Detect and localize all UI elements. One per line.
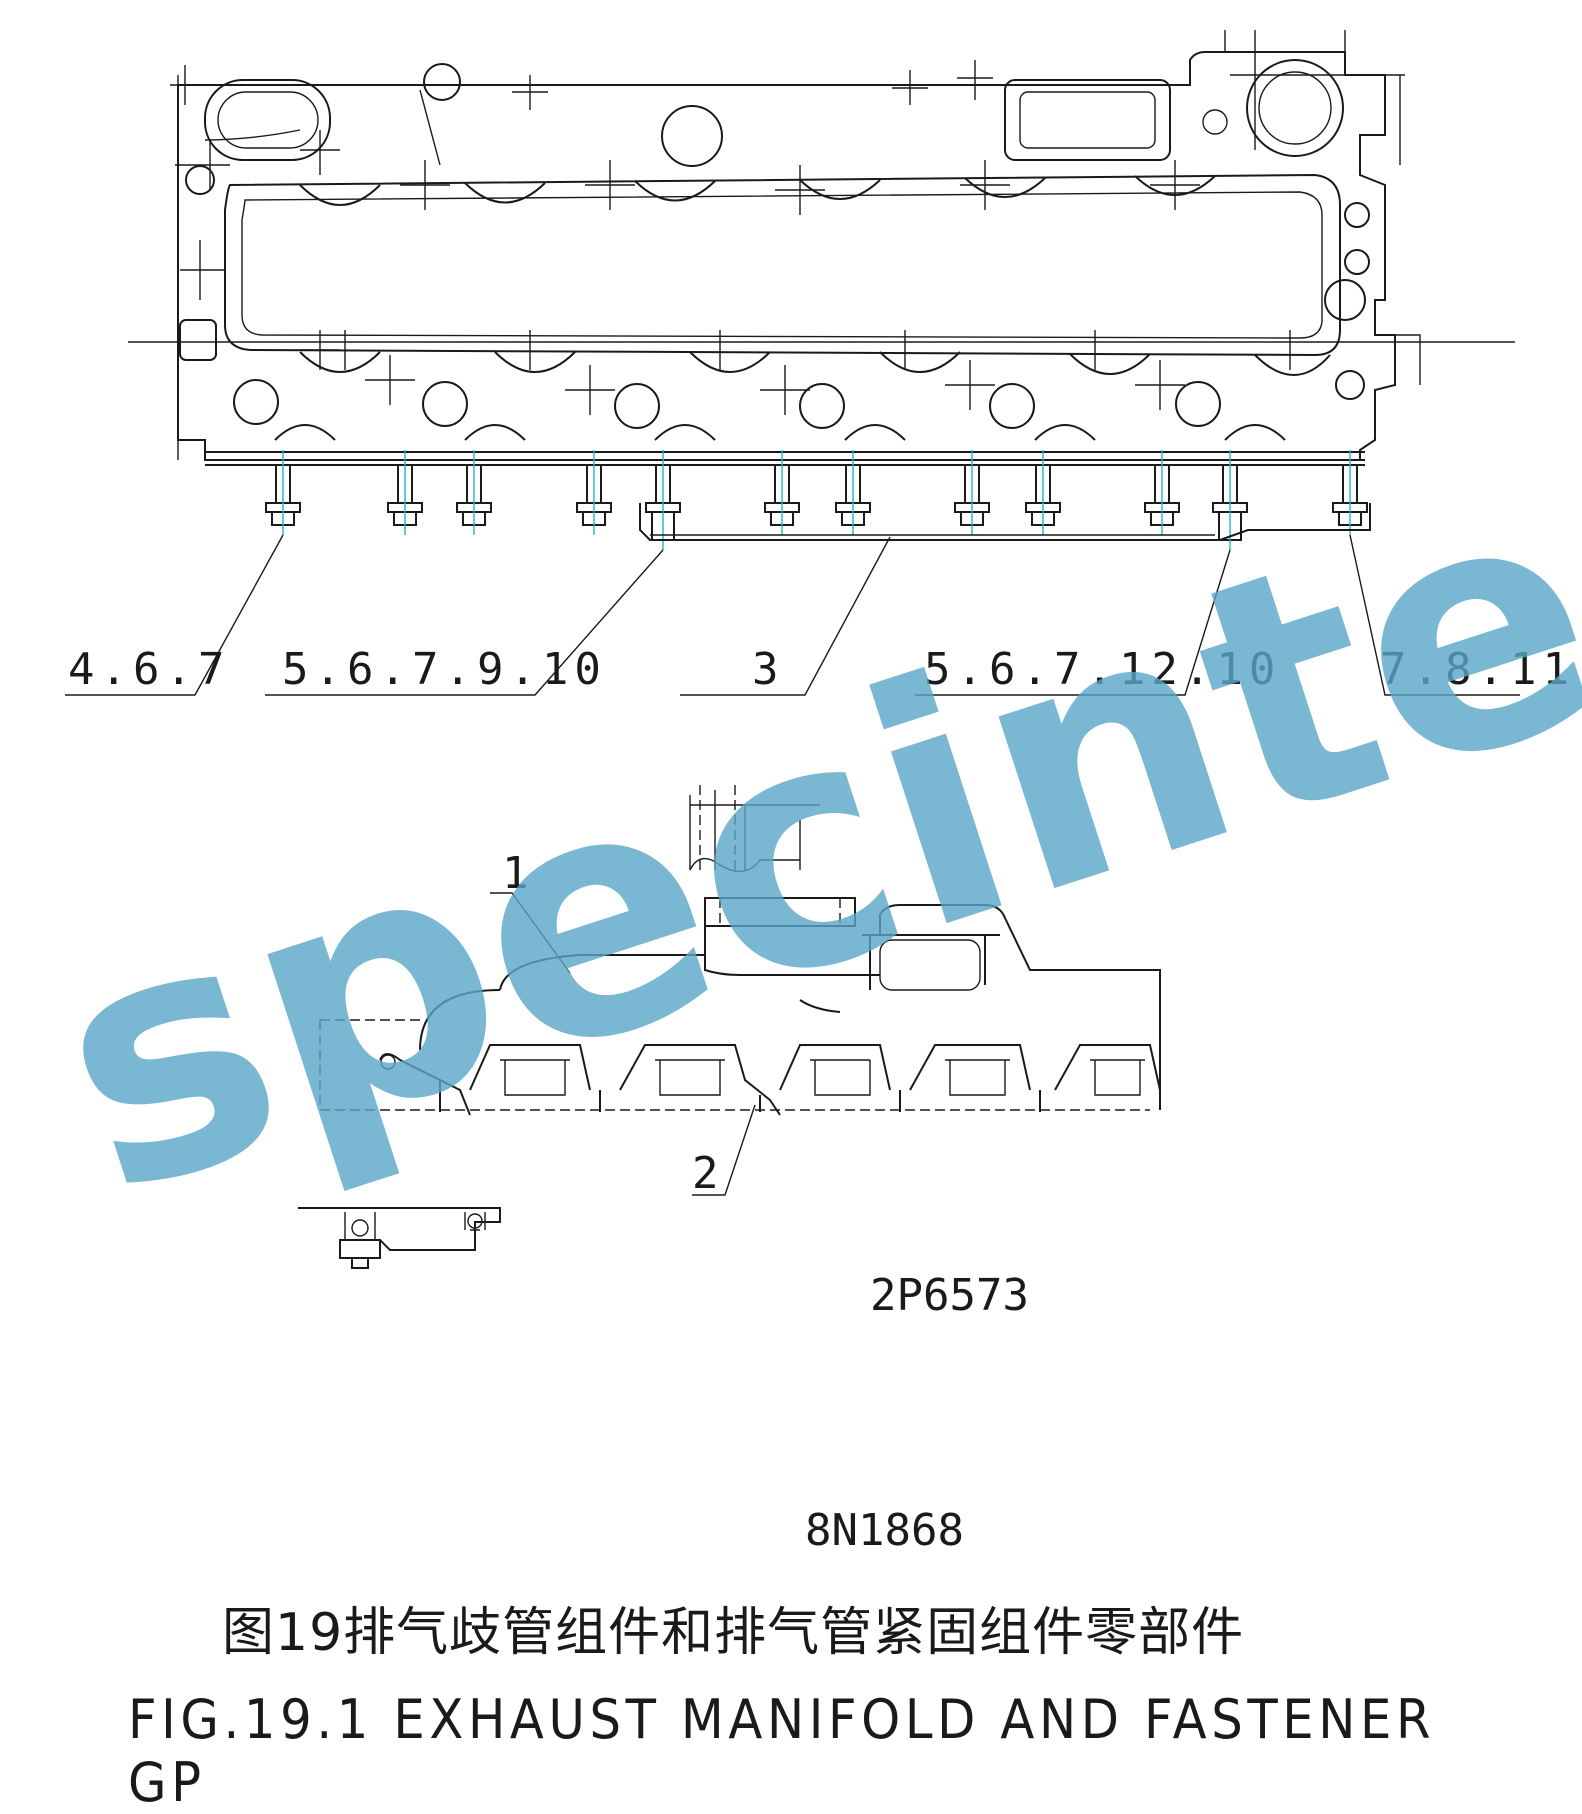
bolt (645, 450, 681, 550)
watermark-text: specinter.ru (15, 218, 1582, 1269)
bolt (1025, 450, 1061, 535)
leader-line (490, 892, 571, 974)
figure-title-chinese: 图19排气歧管组件和排气管紧固组件零部件 (222, 1603, 1245, 1663)
exploded-diagram: 4.6.7 5.6.7.9.10 3 5.6.7.12.10 7.8.11 (15, 30, 1582, 1556)
callout-label: 4.6.7 (68, 644, 230, 695)
leader-line (692, 1104, 756, 1196)
callout-label: 3 (752, 644, 785, 695)
bolt (1332, 450, 1368, 535)
bolt-row (265, 450, 1368, 550)
cylinder-head (128, 30, 1515, 466)
callout-label: 5.6.7.12.10 (924, 644, 1281, 695)
bracket-detail (298, 1207, 501, 1269)
part-label-2: 2 (692, 1148, 725, 1199)
part-number-main: 8N1868 (805, 1505, 964, 1556)
bolt (456, 450, 492, 535)
part-label-1: 1 (502, 848, 535, 899)
leader-lines-top (65, 534, 1520, 696)
bolt (1144, 450, 1180, 535)
bolt (387, 450, 423, 535)
figure-title-english: FIG.19.1 EXHAUST MANIFOLD AND FASTENER G… (128, 1688, 1436, 1814)
bolt (954, 450, 990, 535)
callout-label: 5.6.7.9.10 (282, 644, 607, 695)
bolt (265, 450, 301, 535)
bolt (764, 450, 800, 535)
callout-labels-top: 4.6.7 5.6.7.9.10 3 5.6.7.12.10 7.8.11 (68, 644, 1575, 695)
part-number-sub: 2P6573 (870, 1270, 1029, 1321)
bolt (576, 450, 612, 535)
bolt (1212, 450, 1248, 550)
exhaust-manifold (319, 785, 1161, 1116)
bolt (835, 450, 871, 535)
callout-label: 7.8.11 (1380, 644, 1575, 695)
heat-shield (639, 503, 1371, 541)
